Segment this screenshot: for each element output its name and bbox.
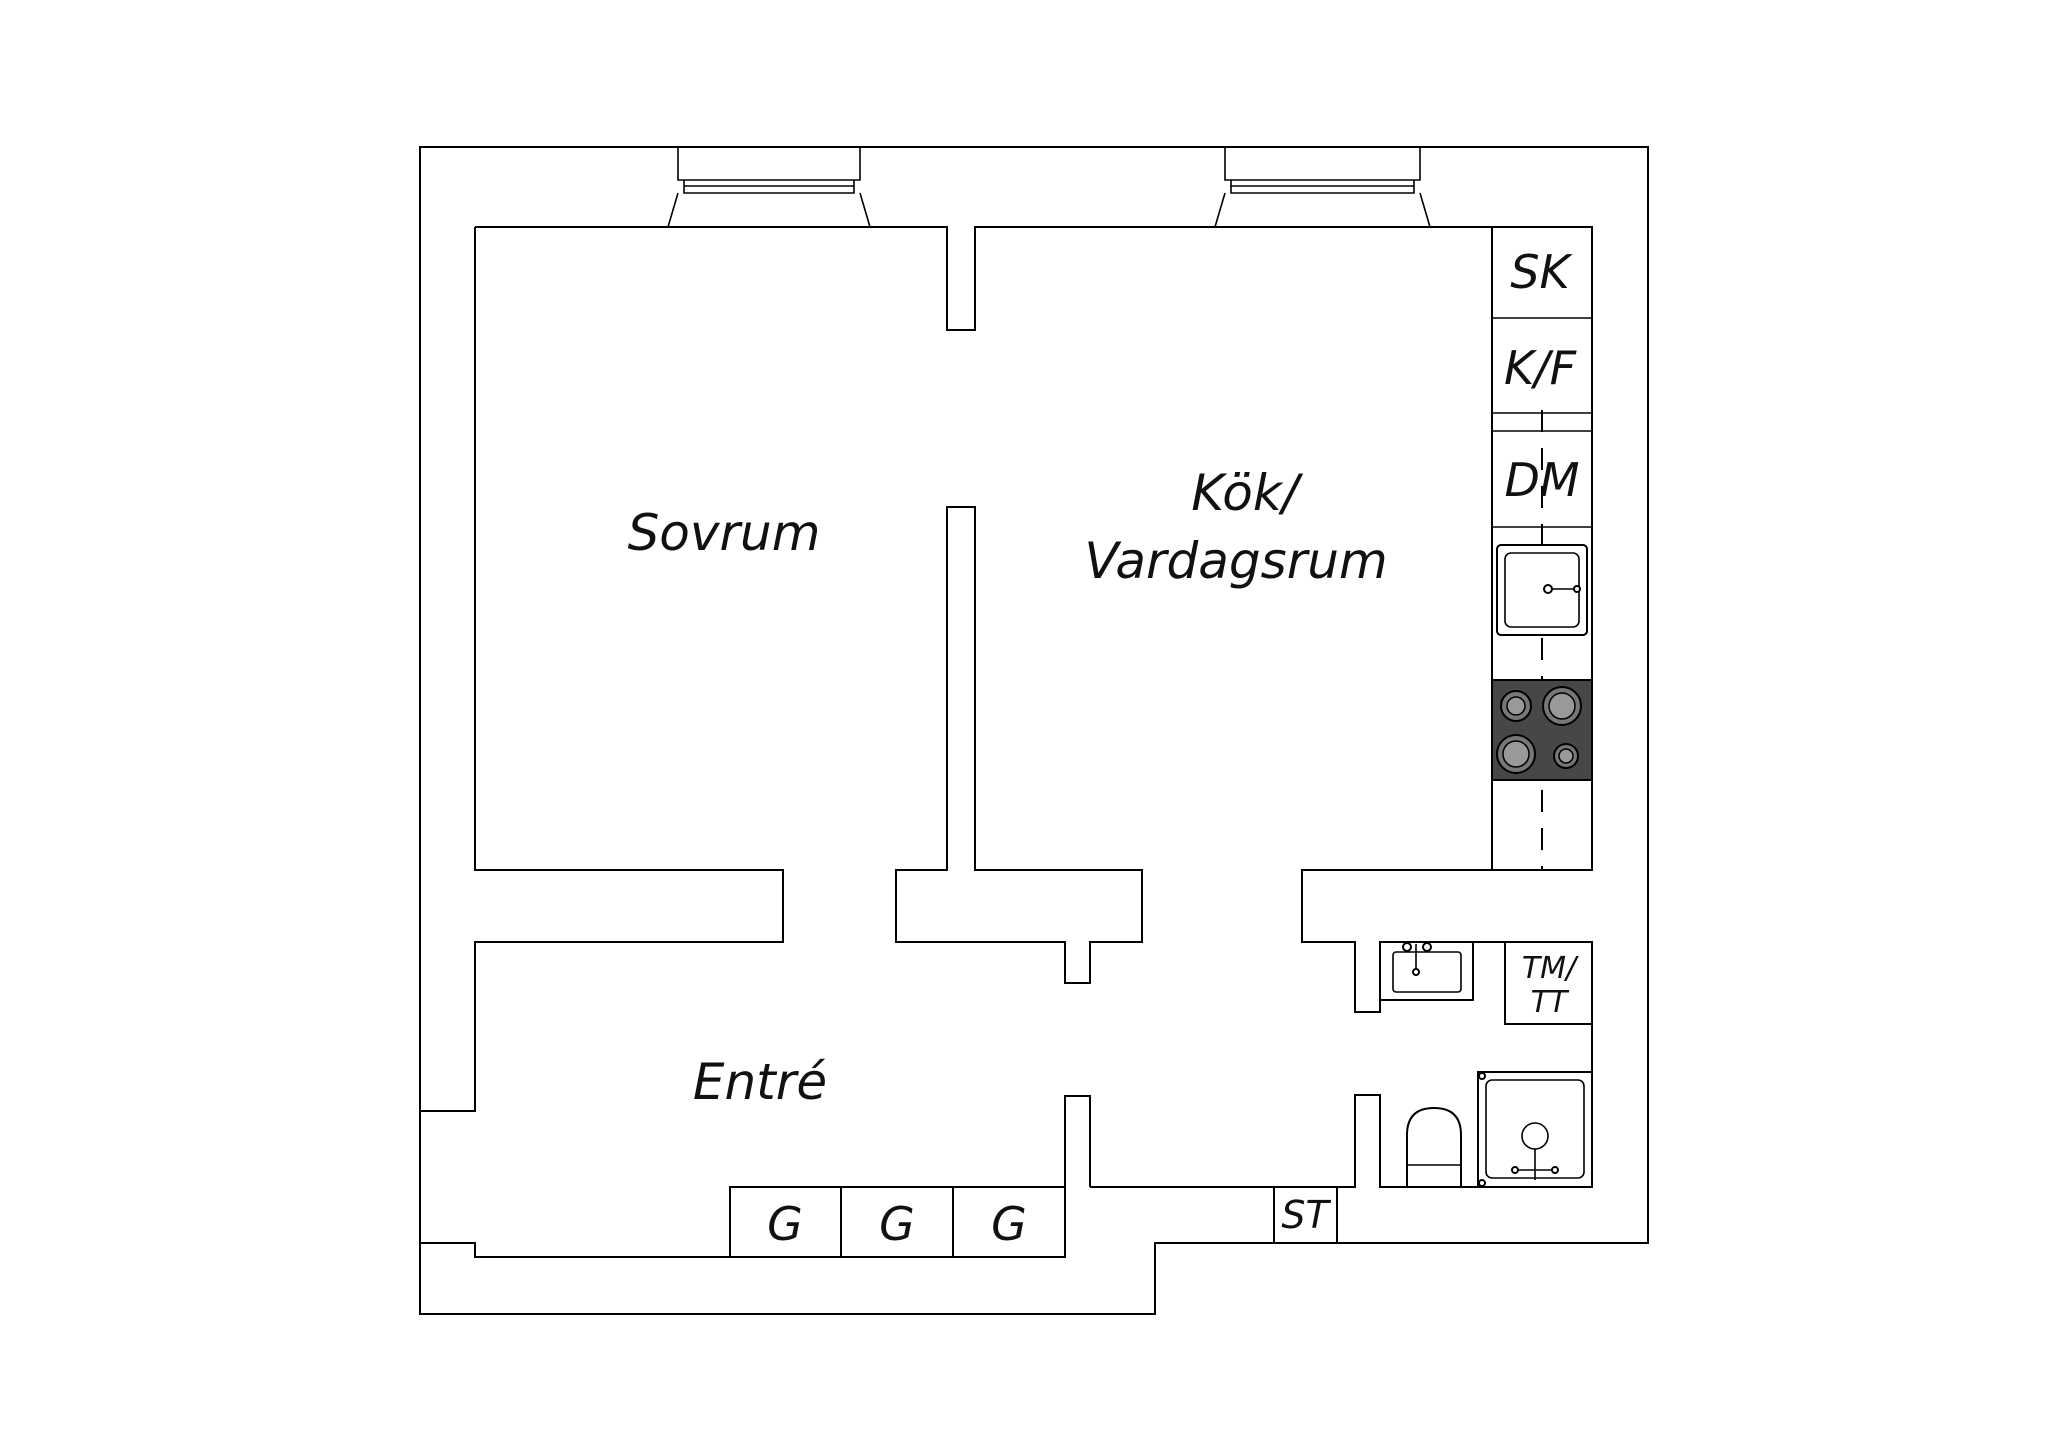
fixture-label-tt: TT	[1531, 985, 1570, 1020]
outer-wall	[419, 146, 1649, 1315]
fixture-label-dm: DM	[1504, 453, 1579, 507]
washer-dryer-box	[1504, 941, 1593, 1025]
room-label-sovrum: Sovrum	[628, 504, 821, 562]
window-icon	[667, 147, 871, 228]
wardrobe-label-g1: G	[767, 1197, 803, 1251]
kitchen-sink-icon	[1496, 544, 1588, 636]
bathroom-sink-icon	[1379, 941, 1474, 1001]
fixture-label-sk: SK	[1510, 245, 1573, 299]
room-label-kok: Kök/	[1191, 464, 1304, 522]
wardrobe-label-g3: G	[991, 1197, 1027, 1251]
room-label-vardagsrum: Vardagsrum	[1084, 532, 1387, 590]
wardrobes	[729, 1186, 1066, 1258]
stove-icon	[1491, 679, 1593, 781]
interior-walls	[420, 226, 1593, 1258]
wardrobe-label-g2: G	[879, 1197, 915, 1251]
window-icon	[1214, 147, 1431, 228]
fixture-label-tm: TM/	[1522, 951, 1579, 986]
shower-icon	[1477, 1071, 1593, 1188]
toilet-icon	[1406, 1106, 1462, 1188]
fixture-label-st: ST	[1281, 1193, 1331, 1237]
fixture-label-kf: K/F	[1504, 341, 1577, 395]
storage-box	[1273, 1186, 1338, 1244]
room-label-entre: Entré	[693, 1053, 827, 1111]
